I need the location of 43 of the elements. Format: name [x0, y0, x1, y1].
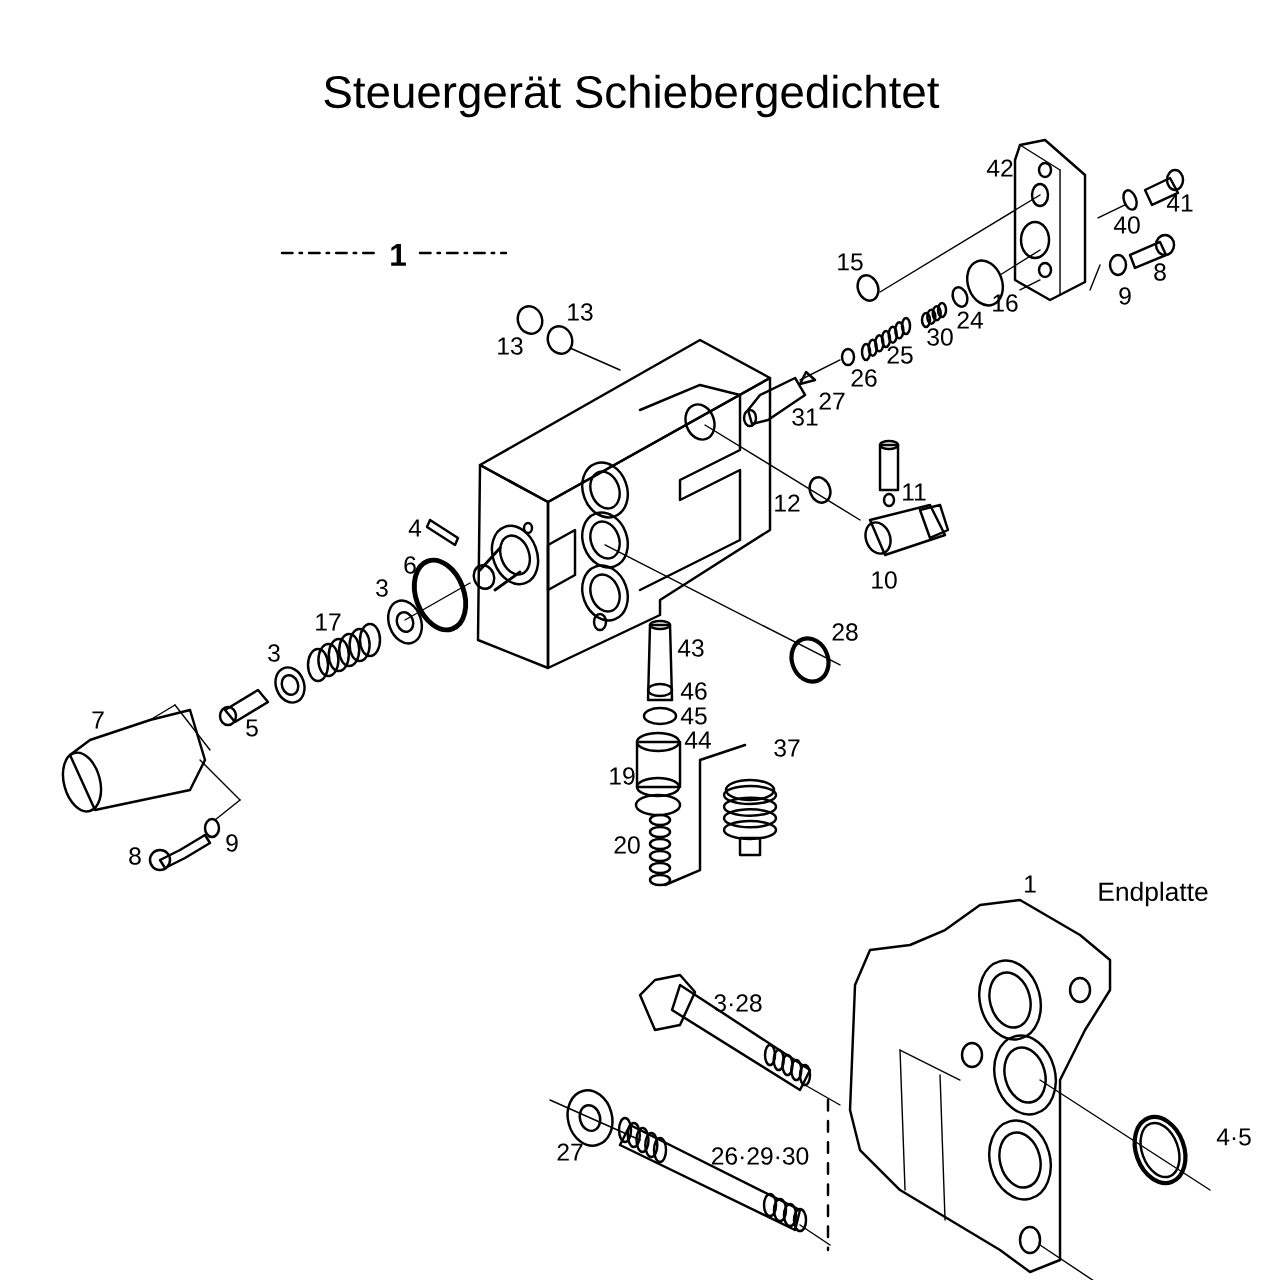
callout-number: 6	[404, 556, 416, 574]
callout-number: 9	[1119, 287, 1131, 305]
callout-number: 10	[872, 571, 897, 589]
callout-number: 24	[957, 311, 983, 329]
callout-number: 46	[680, 682, 707, 700]
callout-number: 37	[774, 739, 800, 757]
callout-number: 17	[316, 613, 341, 631]
callout-number: 3·28	[714, 994, 762, 1012]
callout-number: 7	[92, 711, 104, 729]
callout-number: 9	[226, 834, 238, 852]
callout-number: 12	[775, 494, 800, 512]
callout-number: 4·5	[1216, 1128, 1251, 1146]
callout-number: 40	[1113, 216, 1140, 234]
callout-number: 16	[993, 294, 1018, 312]
callout-number: 27	[819, 392, 845, 410]
view-label: Endplatte	[1099, 881, 1208, 907]
callout-number: 1	[391, 244, 406, 266]
callout-number: 27	[557, 1143, 583, 1161]
callout-number: 44	[684, 731, 711, 749]
callout-number: 41	[1166, 194, 1193, 212]
callout-number: 45	[680, 707, 707, 725]
callout-number: 4	[408, 519, 422, 537]
callout-number: 3	[376, 579, 388, 597]
callout-number: 15	[838, 253, 863, 271]
callout-number: 11	[903, 483, 926, 501]
callout-number: 1	[1025, 875, 1036, 893]
callout-number: 19	[610, 767, 635, 785]
callout-number: 26·29·30	[712, 1147, 809, 1165]
callout-number: 25	[887, 346, 913, 364]
callout-number: 26	[851, 369, 877, 387]
callout-number: 42	[986, 159, 1013, 177]
callout-number: 13	[568, 303, 593, 321]
callout-number: 3	[268, 644, 280, 662]
callout-number: 30	[927, 328, 953, 346]
callout-number: 20	[614, 836, 640, 854]
callout-number: 8	[1154, 263, 1166, 281]
callout-number: 28	[832, 623, 858, 641]
callout-number: 8	[129, 847, 141, 865]
callout-number: 31	[792, 408, 818, 426]
callout-number: 13	[498, 337, 523, 355]
title: Steuergerät Schiebergedichtet	[324, 74, 940, 118]
callout-number: 43	[677, 639, 704, 657]
callout-number: 5	[246, 719, 258, 737]
